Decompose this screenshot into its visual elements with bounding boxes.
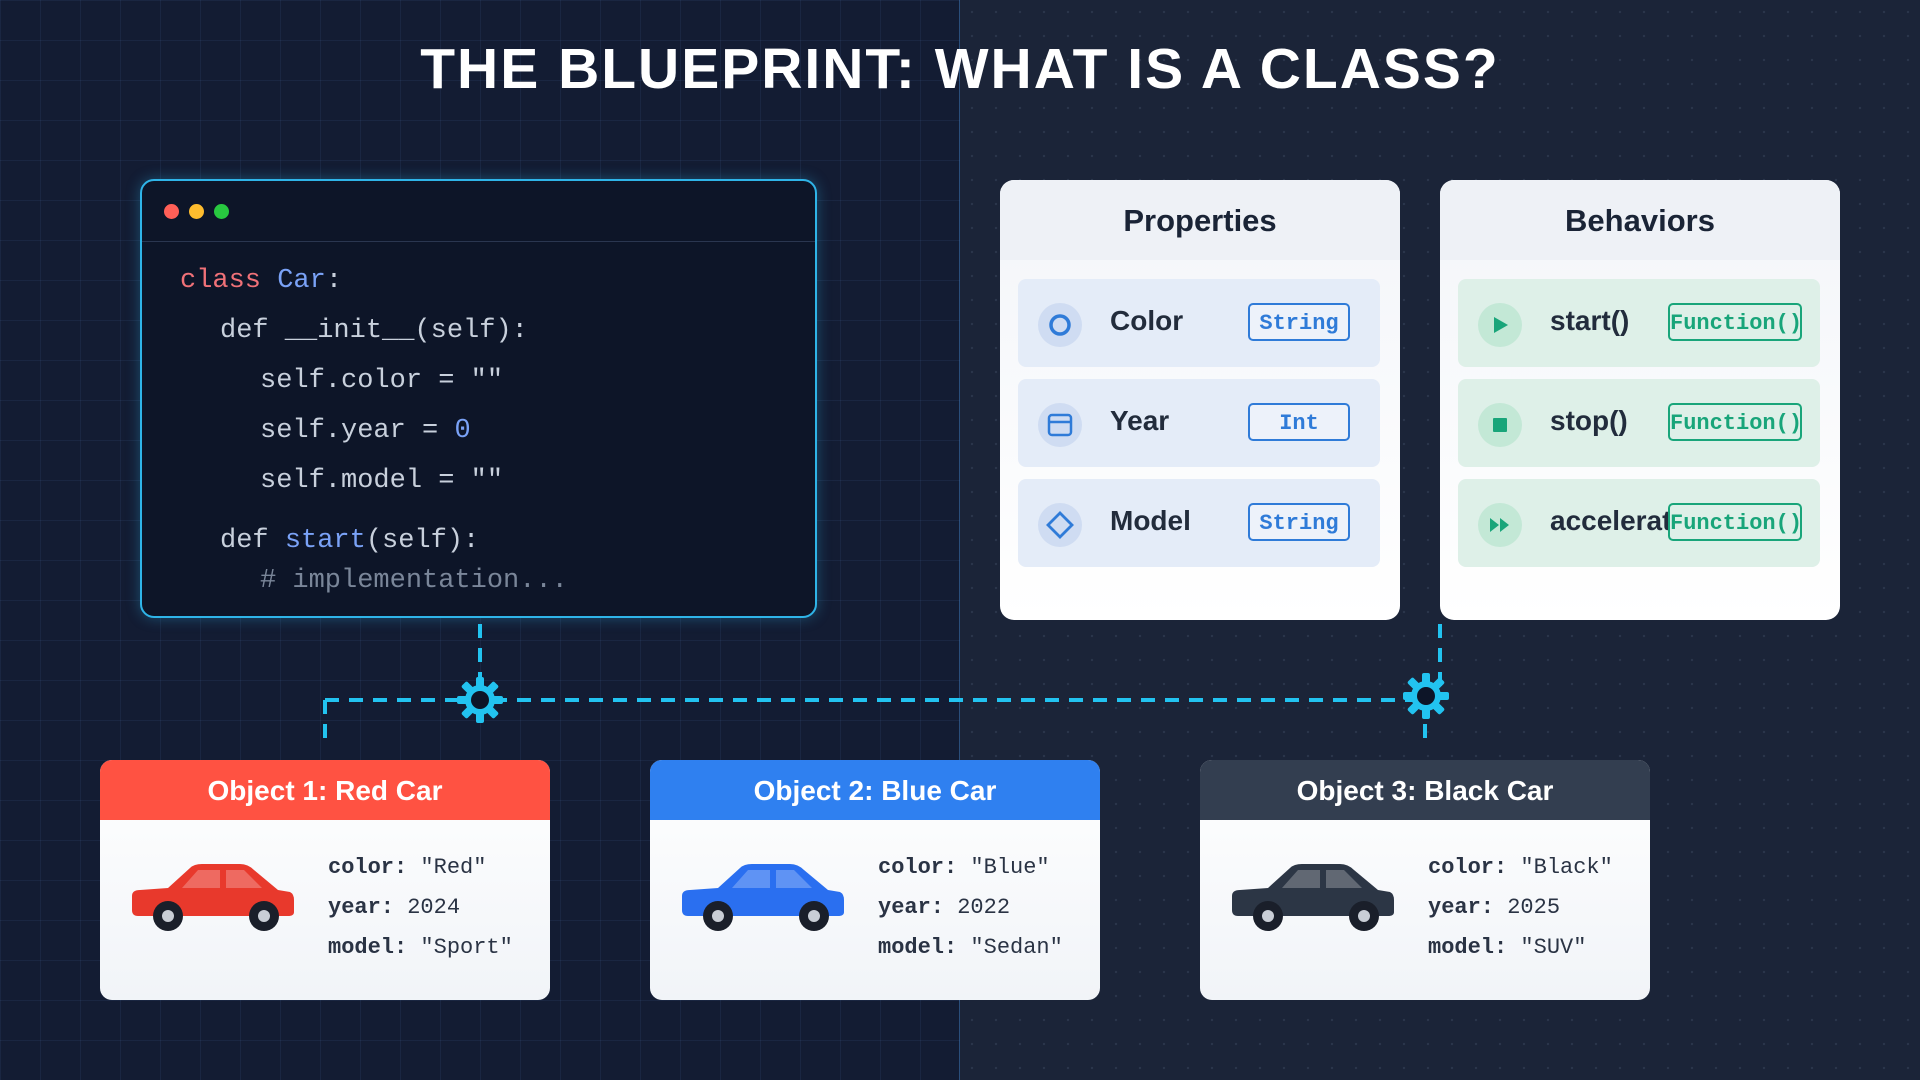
property-row-color: Color String	[1018, 279, 1380, 367]
type-badge: Function()	[1668, 403, 1802, 441]
object-properties: color: "Blue" year: 2022 model: "Sedan"	[878, 855, 1063, 960]
property-row-year: Year Int	[1018, 379, 1380, 467]
center-divider	[959, 0, 960, 1080]
object-card-blue: Object 2: Blue Car color: "Blue" year: 2…	[650, 760, 1100, 1000]
fast-forward-icon	[1478, 503, 1522, 547]
code-line: self.color = ""	[260, 366, 504, 396]
type-badge: String	[1248, 303, 1350, 341]
code-line: class Car:	[180, 266, 343, 296]
property-label: Year	[1110, 405, 1170, 436]
maximize-dot-icon	[214, 204, 229, 219]
behavior-row-stop: stop() Function()	[1458, 379, 1820, 467]
behaviors-panel: Behaviors start() Function() stop() Func…	[1440, 180, 1840, 620]
code-line: def start(self):	[220, 526, 480, 556]
type-badge: Function()	[1668, 303, 1802, 341]
property-label: Model	[1110, 505, 1191, 536]
code-comment: # implementation...	[260, 566, 568, 596]
diamond-icon	[1038, 503, 1082, 547]
object-properties: color: "Black" year: 2025 model: "SUV"	[1428, 855, 1613, 960]
stop-icon	[1478, 403, 1522, 447]
object-card-red: Object 1: Red Car color: "Red" year: 202…	[100, 760, 550, 1000]
behavior-row-accelerate: accelerate() Function()	[1458, 479, 1820, 567]
circle-icon	[1038, 303, 1082, 347]
type-badge: Int	[1248, 403, 1350, 441]
code-window: class Car: def __init__(self): self.colo…	[140, 179, 817, 618]
window-titlebar	[142, 181, 815, 242]
play-icon	[1478, 303, 1522, 347]
calendar-icon	[1038, 403, 1082, 447]
gear-icon	[457, 677, 503, 723]
properties-panel: Properties Color String Year Int Model S…	[1000, 180, 1400, 620]
object-properties: color: "Red" year: 2024 model: "Sport"	[328, 855, 513, 960]
type-badge: String	[1248, 503, 1350, 541]
behavior-label: start()	[1550, 305, 1630, 336]
behavior-row-start: start() Function()	[1458, 279, 1820, 367]
code-line: def __init__(self):	[220, 316, 528, 346]
card-title: Object 2: Blue Car	[650, 760, 1100, 820]
card-title: Object 3: Black Car	[1200, 760, 1650, 820]
object-card-black: Object 3: Black Car color: "Black" year:…	[1200, 760, 1650, 1000]
car-icon	[1232, 864, 1394, 931]
card-title: Object 1: Red Car	[100, 760, 550, 820]
code-line: self.year = 0	[260, 416, 471, 446]
panel-title: Properties	[1000, 180, 1400, 260]
panel-title: Behaviors	[1440, 180, 1840, 260]
type-badge: Function()	[1668, 503, 1802, 541]
car-icon	[682, 864, 844, 931]
behavior-label: stop()	[1550, 405, 1628, 436]
page-title: THE BLUEPRINT: WHAT IS A CLASS?	[420, 37, 1500, 101]
property-label: Color	[1110, 305, 1184, 336]
minimize-dot-icon	[189, 204, 204, 219]
gear-icon	[1403, 673, 1449, 719]
property-row-model: Model String	[1018, 479, 1380, 567]
code-line: self.model = ""	[260, 466, 504, 496]
car-icon	[132, 864, 294, 931]
close-dot-icon	[164, 204, 179, 219]
